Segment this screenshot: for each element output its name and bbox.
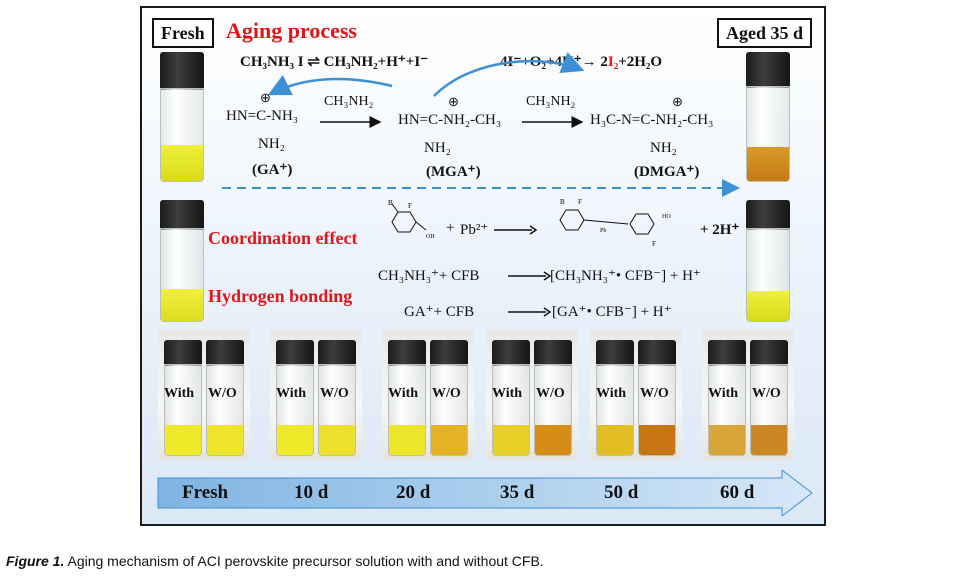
label-without: W/O [752, 386, 781, 401]
hb2-reactants: GA⁺+ CFB [404, 304, 475, 320]
sample-photo-0: With W/O [158, 330, 250, 460]
svg-text:F: F [408, 202, 412, 210]
timeline-label-0: Fresh [182, 482, 229, 503]
timeline-label-4: 50 d [604, 482, 639, 503]
ga-structure: HN=C-NH₃ [226, 108, 299, 124]
hb2-arrow [508, 307, 552, 317]
vial-with [276, 340, 314, 456]
label-without: W/O [208, 386, 237, 401]
hb2-products: [GA⁺• CFB⁻] + H⁺ [552, 304, 672, 320]
svg-text:B: B [560, 198, 565, 206]
recycle-arrow-left [267, 74, 393, 96]
svg-text:OH: OH [426, 234, 435, 240]
mga-charge: ⊕ [448, 94, 459, 109]
svg-text:F: F [652, 240, 656, 248]
vial-without [206, 340, 244, 456]
vial-with [596, 340, 634, 456]
vial-with-cfb-fresh [160, 200, 204, 322]
reagent-methylamine-2: CH₃NH₂ [526, 94, 576, 109]
caption-text: Aging mechanism of ACI perovskite precur… [64, 553, 544, 569]
ga-nh2: NH₂ [258, 136, 285, 152]
coordination-effect-label: Coordination effect [208, 228, 358, 248]
dmga-name: (DMGA⁺) [634, 164, 700, 180]
fresh-label: Fresh [152, 18, 214, 48]
dmga-structure: H₃C-N=C-NH₂-CH₃ [590, 112, 714, 128]
sample-photo-5: With W/O [702, 330, 794, 460]
cfb-molecule: B F OH [388, 200, 435, 240]
vial-with-cfb-aged [746, 200, 790, 322]
coord-arrow [494, 225, 538, 235]
reaction-arrows [222, 52, 740, 197]
equation-dissociation: CH₃NH₃ I ⇌ CH₃NH₂+H⁺+I⁻ [240, 54, 429, 70]
aged-label: Aged 35 d [717, 18, 813, 48]
sample-photo-4: With W/O [590, 330, 682, 460]
label-without: W/O [640, 386, 669, 401]
vial-without [534, 340, 572, 456]
vial-without [430, 340, 468, 456]
mga-name: (MGA⁺) [426, 164, 481, 180]
timeline-label-1: 10 d [294, 482, 329, 503]
hb1-arrow [508, 271, 552, 281]
timeline-label-5: 60 d [720, 482, 755, 503]
reagent-methylamine-1: CH₃NH₂ [324, 94, 374, 109]
sample-photo-3: With W/O [486, 330, 578, 460]
label-with: With [388, 386, 419, 401]
label-without: W/O [432, 386, 461, 401]
vial-with [708, 340, 746, 456]
svg-text:Pb: Pb [600, 228, 606, 234]
vial-with [164, 340, 202, 456]
label-with: With [276, 386, 307, 401]
timeline-arrow [157, 470, 813, 516]
label-with: With [492, 386, 523, 401]
mga-nh2: NH₂ [424, 140, 451, 156]
label-with: With [164, 386, 195, 401]
svg-text:F: F [578, 198, 582, 206]
hb1-products: [CH₃NH₃⁺• CFB⁻] + H⁺ [550, 268, 701, 284]
label-without: W/O [320, 386, 349, 401]
sample-photo-1: With W/O [270, 330, 362, 460]
hydrogen-bonding-label: Hydrogen bonding [208, 286, 353, 306]
vial-with [388, 340, 426, 456]
vial-without [318, 340, 356, 456]
aging-process-title: Aging process [226, 18, 357, 43]
svg-text:HO: HO [662, 214, 671, 220]
lead-ion: Pb²⁺ [460, 222, 489, 238]
label-with: With [708, 386, 739, 401]
vial-fresh [160, 52, 204, 182]
label-with: With [596, 386, 627, 401]
timeline-label-3: 35 d [500, 482, 535, 503]
ga-name: (GA⁺) [252, 162, 293, 178]
recycle-arrow-right [433, 52, 585, 97]
coord-plus: + [446, 220, 455, 236]
vial-with [492, 340, 530, 456]
ga-charge: ⊕ [260, 90, 271, 105]
sample-photo-2: With W/O [382, 330, 474, 460]
label-without: W/O [536, 386, 565, 401]
vial-aged [746, 52, 790, 182]
figure-panel: Fresh Aging process Aged 35 d CH₃NH₃ I ⇌… [140, 6, 826, 526]
caption-label: Figure 1. [6, 553, 65, 569]
mga-structure: HN=C-NH₂-CH₃ [398, 112, 502, 128]
vial-without [638, 340, 676, 456]
figure-caption: Figure 1. Aging mechanism of ACI perovsk… [6, 553, 544, 569]
hb1-reactants: CH₃NH₃⁺+ CFB [378, 268, 480, 284]
timeline-label-2: 20 d [396, 482, 431, 503]
svg-text:B: B [388, 200, 393, 207]
dmga-nh2: NH₂ [650, 140, 677, 156]
coord-protons: + 2H⁺ [700, 222, 740, 238]
vial-without [750, 340, 788, 456]
cfb-lead-complex: B F Pb HO F [559, 198, 671, 248]
dmga-charge: ⊕ [672, 94, 683, 109]
